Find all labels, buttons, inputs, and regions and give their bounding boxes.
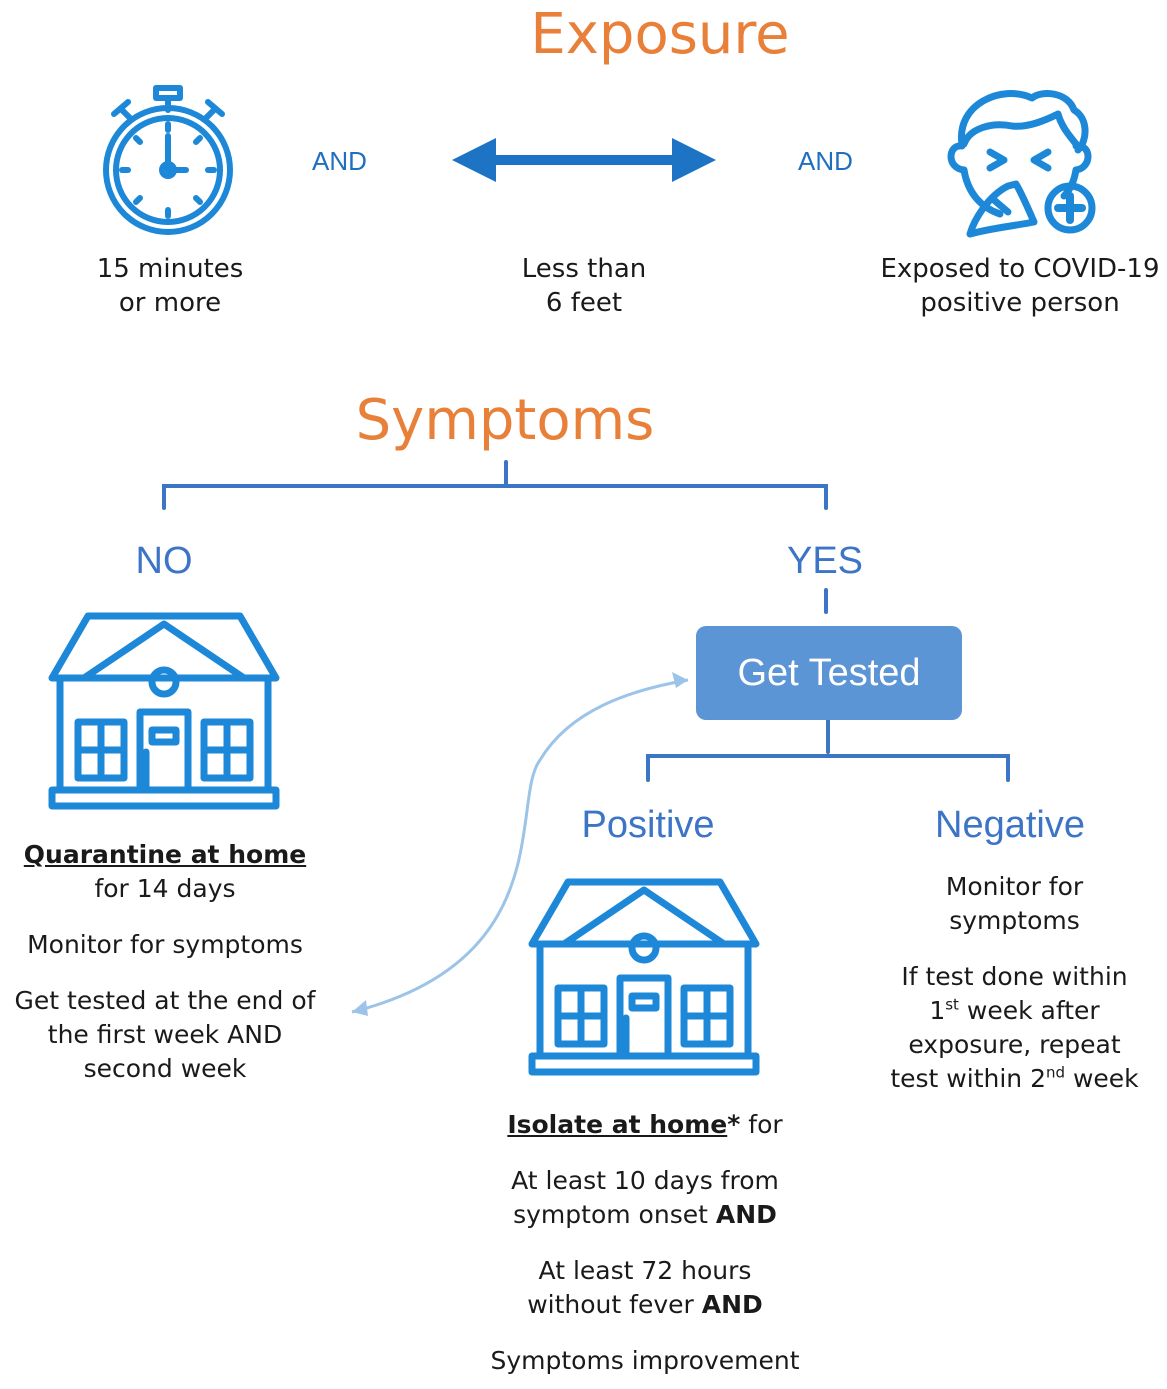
negative-text: Monitor for symptoms If test done within… [862, 870, 1167, 1096]
caption-distance-line1: Less than [521, 254, 647, 284]
quarantine-text: Quarantine at home for 14 days Monitor f… [0, 838, 330, 1086]
exposure-title: Exposure [530, 2, 790, 67]
sick-person-icon [942, 84, 1102, 244]
negative-repeat-line3: exposure, repeat [908, 1030, 1121, 1059]
isolate-c2-line1: At least 72 hours [538, 1256, 752, 1285]
branch-no-label: NO [135, 540, 193, 582]
caption-duration: 15 minutes or more [40, 252, 300, 320]
isolate-c1-line1: At least 10 days from [511, 1166, 779, 1195]
quarantine-duration: for 14 days [94, 874, 236, 903]
quarantine-monitor: Monitor for symptoms [27, 930, 303, 959]
symptoms-title: Symptoms [355, 388, 655, 453]
negative-repeat-line4-end: week [1065, 1064, 1139, 1093]
house-icon [528, 878, 760, 1076]
and-label-right: AND [798, 146, 853, 176]
caption-contact-line2: positive person [920, 288, 1120, 318]
caption-distance-line2: 6 feet [545, 288, 623, 318]
quarantine-test-line1: Get tested at the end of [14, 986, 316, 1015]
quarantine-heading: Quarantine at home [23, 840, 307, 869]
negative-repeat-line4: test within 2 [890, 1064, 1046, 1093]
house-icon [48, 612, 280, 810]
negative-repeat-sup1: st [945, 995, 959, 1014]
quarantine-test-line3: second week [83, 1054, 247, 1083]
negative-monitor-line1: Monitor for [945, 872, 1084, 901]
caption-duration-line2: or more [118, 288, 222, 318]
negative-label: Negative [935, 804, 1085, 846]
isolate-asterisk: * [727, 1110, 741, 1139]
stopwatch-icon [100, 84, 236, 239]
caption-distance: Less than 6 feet [454, 252, 714, 320]
isolate-text: Isolate at home* for At least 10 days fr… [470, 1108, 820, 1378]
negative-repeat-line1: If test done within [901, 962, 1128, 991]
caption-contact-line1: Exposed to COVID-19 [880, 254, 1160, 284]
get-tested-box: Get Tested [696, 626, 962, 720]
branch-yes-label: YES [786, 540, 864, 582]
negative-repeat-sup2: nd [1045, 1063, 1066, 1082]
isolate-c2-and: AND [701, 1290, 763, 1319]
negative-monitor-line2: symptoms [949, 906, 1080, 935]
quarantine-test-line2: the first week AND [47, 1020, 283, 1049]
isolate-c2-line2: without fever [527, 1290, 702, 1319]
isolate-for: for [740, 1110, 783, 1139]
negative-repeat-num: 1 [929, 996, 946, 1025]
get-tested-label: Get Tested [737, 651, 921, 694]
and-label-left: AND [312, 146, 367, 176]
positive-label: Positive [581, 804, 715, 846]
isolate-heading: Isolate at home [507, 1110, 728, 1139]
double-arrow-icon [452, 138, 716, 182]
isolate-c3: Symptoms improvement [490, 1346, 800, 1375]
isolate-c1-line2: symptom onset [513, 1200, 716, 1229]
caption-contact: Exposed to COVID-19 positive person [870, 252, 1167, 320]
caption-duration-line1: 15 minutes [96, 254, 244, 284]
negative-repeat-line2: week after [958, 996, 1100, 1025]
isolate-c1-and: AND [715, 1200, 777, 1229]
